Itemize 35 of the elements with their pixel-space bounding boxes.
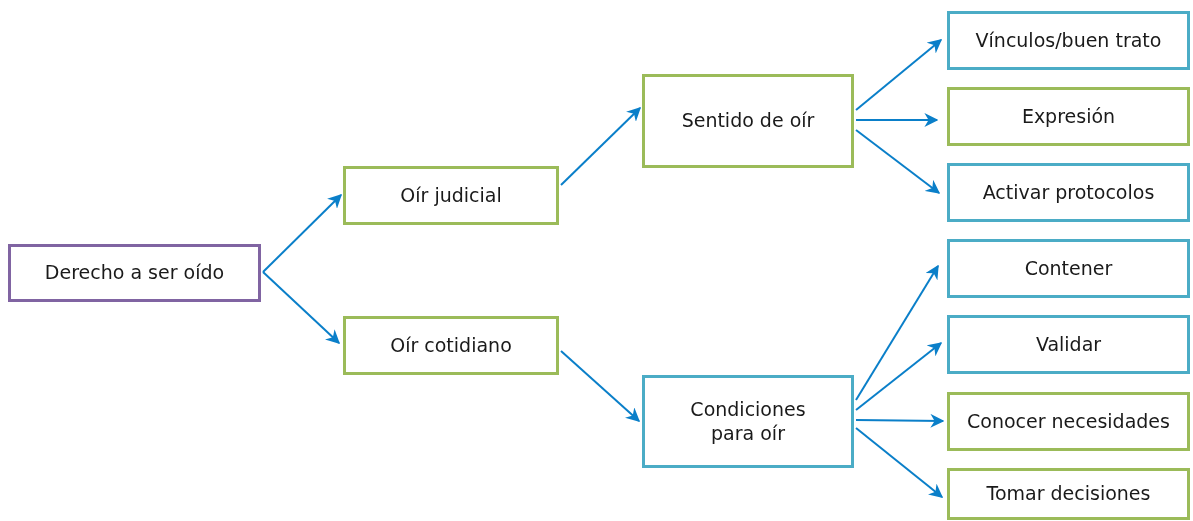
arrow: [855, 39, 943, 111]
arrow: [855, 413, 945, 428]
concept-box: [642, 74, 854, 168]
arrow: [855, 129, 941, 194]
node-label: Expresión: [1020, 104, 1117, 129]
concept-box: [343, 316, 559, 375]
arrow: [262, 194, 342, 273]
node-label: Tomar decisiones: [985, 482, 1152, 506]
concept-box: [947, 392, 1190, 451]
arrow: [262, 271, 340, 344]
node-label: Validar: [1034, 332, 1103, 357]
concept-box: [947, 239, 1190, 298]
concept-box: [947, 315, 1190, 374]
node-label: Oír cotidiano: [389, 333, 513, 358]
arrow: [560, 107, 641, 186]
node-label: Derecho a ser oído: [43, 261, 226, 285]
concept-box: [947, 468, 1190, 520]
concept-box: [947, 87, 1190, 146]
node-label: Contener: [1023, 256, 1114, 281]
node-label: Condiciones para oír: [689, 397, 807, 446]
node-label: Conocer necesidades: [966, 409, 1171, 434]
node-label: Vínculos/buen trato: [974, 28, 1163, 53]
concept-box: [947, 163, 1190, 222]
arrow: [560, 350, 641, 422]
concept-box: [642, 375, 854, 468]
concept-box: [8, 244, 261, 302]
node-label: Activar protocolos: [981, 180, 1156, 205]
concept-box: [343, 166, 559, 225]
concept-box: [947, 11, 1190, 70]
arrow: [855, 113, 939, 127]
arrow: [855, 264, 939, 401]
arrow: [855, 427, 944, 498]
arrow: [855, 342, 943, 411]
node-label: Oír judicial: [399, 183, 503, 208]
node-label: Sentido de oír: [680, 109, 816, 133]
